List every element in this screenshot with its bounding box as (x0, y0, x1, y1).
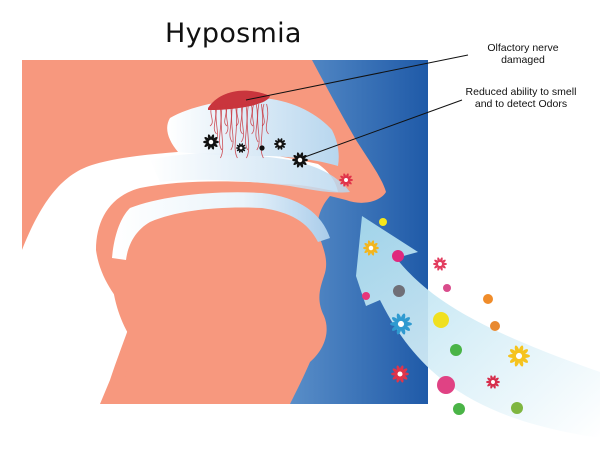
odor-particle-dot (490, 321, 500, 331)
odor-particle-dot (483, 294, 493, 304)
odor-particle-flower (390, 313, 412, 335)
label-smell-line-1: Reduced ability to smell (465, 86, 577, 98)
odor-particle-flower (390, 365, 410, 383)
diagram-title: Hyposmia (165, 18, 302, 49)
odor-particle-flower (363, 240, 379, 256)
odor-particle-flower (433, 257, 447, 271)
olfactory-nerve (208, 90, 270, 159)
odor-particle-flower (486, 375, 500, 389)
odor-particle-dot (392, 250, 404, 262)
smell-leader-line (301, 99, 463, 159)
odor-particle-dot (511, 402, 523, 414)
odor-particle-dot (450, 344, 462, 356)
odor-particle-dot (362, 292, 370, 300)
odor-particle-dot (433, 312, 449, 328)
label-nerve-line-2: damaged (501, 54, 545, 66)
odor-particle-dot (393, 285, 405, 297)
odor-particles (339, 173, 530, 415)
odor-arrow (356, 216, 600, 438)
palate (111, 194, 318, 404)
label-smell-line-2: and to detect Odors (474, 98, 568, 110)
nasal-airway (22, 150, 338, 404)
odor-particle-dot (443, 284, 451, 292)
label-nerve-line-1: Olfactory nerve (487, 42, 559, 54)
label-reduced-smell: Reduced ability to smell and to detect O… (455, 86, 587, 110)
throat-airflow (112, 192, 330, 260)
nerve-leader-line (245, 54, 469, 101)
odor-particle-dot (437, 376, 455, 394)
odor-particle-flower (508, 345, 530, 367)
inhaled-particles (203, 134, 308, 168)
odor-particle-flower (339, 173, 353, 187)
odor-particle-dot (379, 218, 387, 226)
label-olfactory-nerve: Olfactory nerve damaged (468, 42, 578, 66)
odor-particle-dot (453, 403, 465, 415)
